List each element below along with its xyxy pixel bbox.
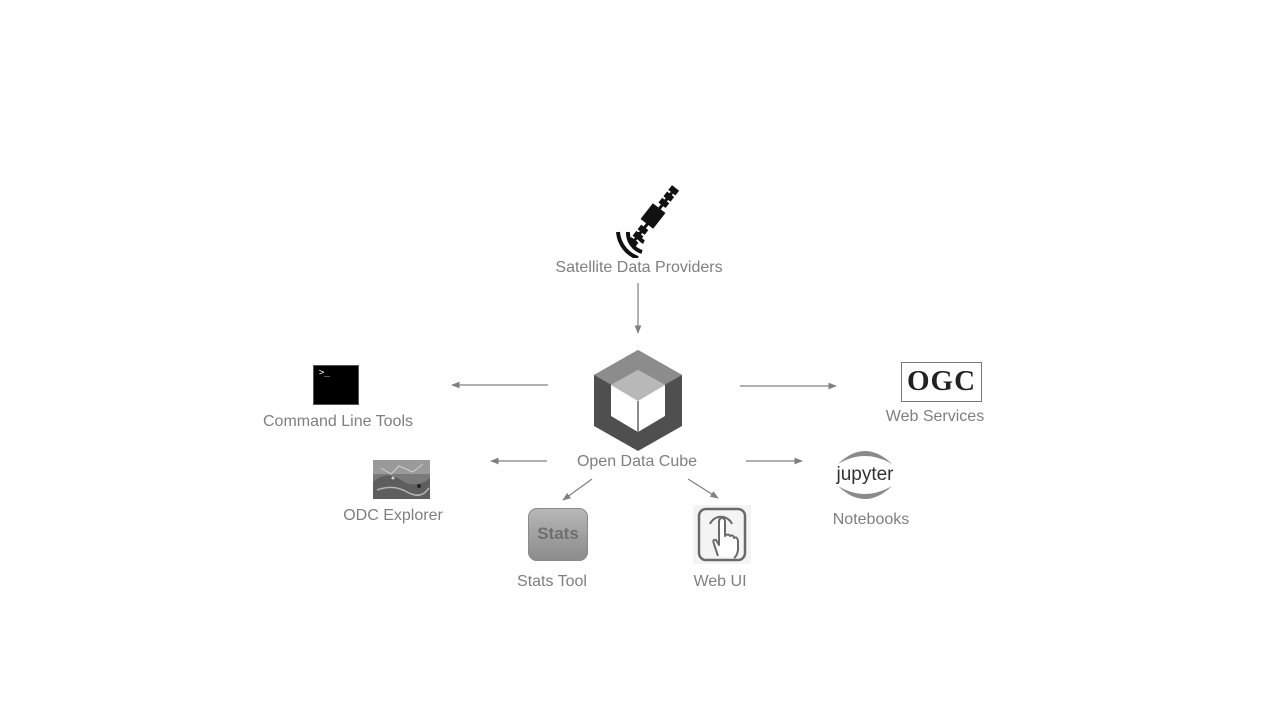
stats-icon: Stats [528,508,588,561]
jupyter-wordmark: jupyter [835,464,894,485]
map-thumbnail-icon [373,460,430,499]
stats-icon-text: Stats [537,524,579,543]
explorer-label: ODC Explorer [343,507,443,524]
stats-label: Stats Tool [517,573,587,590]
jupyter-logo-icon: jupyter [835,451,894,499]
ogc-wordmark: OGC [906,365,977,397]
webui-label: Web UI [693,573,747,590]
touch-hand-icon [693,505,751,564]
satellite-icon [616,185,680,258]
arrow-hub-to-stats [562,478,593,501]
source-label: Satellite Data Providers [555,259,723,276]
arrow-hub-to-webui [687,478,719,499]
terminal-icon: >_ [313,365,359,405]
hub-label: Open Data Cube [576,453,698,470]
terminal-prompt: >_ [319,368,330,378]
notebooks-label: Notebooks [832,511,910,528]
open-data-cube-logo-icon [594,350,682,451]
ogc-logo-icon: OGC [901,362,982,402]
cli-label: Command Line Tools [262,413,414,430]
ogc-label: Web Services [885,408,985,425]
